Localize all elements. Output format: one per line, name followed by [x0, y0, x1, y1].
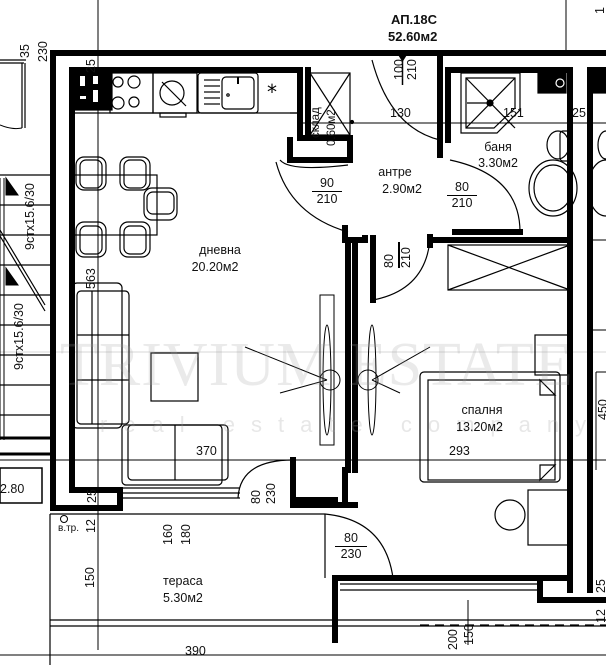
room-bathroom-area: 3.30м2: [478, 156, 518, 170]
room-storage-area: 0.60м2: [326, 109, 338, 146]
dim-200: 200: [446, 629, 460, 650]
level-mark: 2.80: [0, 482, 25, 496]
dim-150-bottom: 150: [462, 624, 476, 645]
bedroom-door-height: 210: [399, 247, 413, 268]
watermark-brand: TRIVIUM ESTATE: [60, 331, 574, 399]
dim-12-bottom-right: 12: [594, 609, 606, 623]
dim-293: 293: [449, 444, 470, 458]
bath-door-height: 210: [451, 196, 473, 210]
dim-25-bottom: 25: [85, 489, 99, 503]
dim-35: 35: [18, 44, 32, 58]
room-living-name: дневна: [199, 243, 241, 257]
terrace-window-width: 160: [161, 524, 175, 545]
dim-390: 390: [185, 644, 206, 658]
dim-563: 563: [84, 268, 98, 289]
room-bathroom-name: баня: [484, 140, 512, 154]
terrace-door-bedroom-height: 230: [340, 547, 362, 561]
terrace-door-living-height: 230: [264, 483, 278, 504]
bath-door-width: 80: [447, 181, 477, 196]
bath-door-size: 80 210: [447, 181, 477, 210]
entry-door-height: 210: [405, 59, 419, 80]
terrace-door-bedroom-width: 80: [335, 532, 367, 547]
room-terrace-name: тераса: [163, 574, 203, 588]
room-entrance-name: антре: [378, 165, 412, 179]
dim-450: 450: [596, 399, 606, 420]
dim-230: 230: [36, 41, 50, 62]
terrace-window-height: 180: [179, 524, 193, 545]
terrace-door-living-width: 80: [249, 490, 263, 504]
room-bedroom-name: спалня: [461, 403, 503, 417]
svg-text:*: *: [267, 80, 277, 104]
apartment-id: АП.18С: [391, 12, 438, 27]
bedroom-door-width: 80: [382, 254, 396, 268]
room-terrace-area: 5.30м2: [163, 591, 203, 605]
room-living-area: 20.20м2: [191, 260, 239, 274]
drain-label: в.тр.: [58, 523, 80, 534]
living-door-size: 90 210: [312, 177, 342, 206]
stair-label-2: 9стх15.6/30: [12, 303, 26, 370]
apartment-total-area: 52.60м2: [388, 29, 438, 44]
room-storage-name: склад: [310, 107, 322, 138]
dim-25-right: 25: [572, 106, 586, 120]
terrace-door-bedroom-size: 80 230: [335, 532, 367, 561]
watermark-tagline: real estate company: [100, 412, 603, 437]
room-bedroom-area: 13.20м2: [456, 420, 503, 434]
dim-150-terrace: 150: [83, 567, 97, 588]
stair-label-1: 9стх15.6/30: [23, 183, 37, 250]
drain-icon: [60, 515, 68, 523]
dim-370: 370: [196, 444, 217, 458]
dim-12: 12: [84, 519, 98, 533]
living-door-width: 90: [312, 177, 342, 192]
bedroom-door-fraction-bar: [398, 242, 400, 268]
living-door-height: 210: [316, 192, 338, 206]
dim-151: 151: [503, 106, 524, 120]
dim-25-top: 25: [84, 59, 98, 73]
dim-130: 130: [390, 106, 411, 120]
room-entrance-area: 2.90м2: [382, 182, 422, 196]
dim-right-edge: 1: [593, 7, 606, 14]
dim-25-bottom-right: 25: [594, 579, 606, 593]
